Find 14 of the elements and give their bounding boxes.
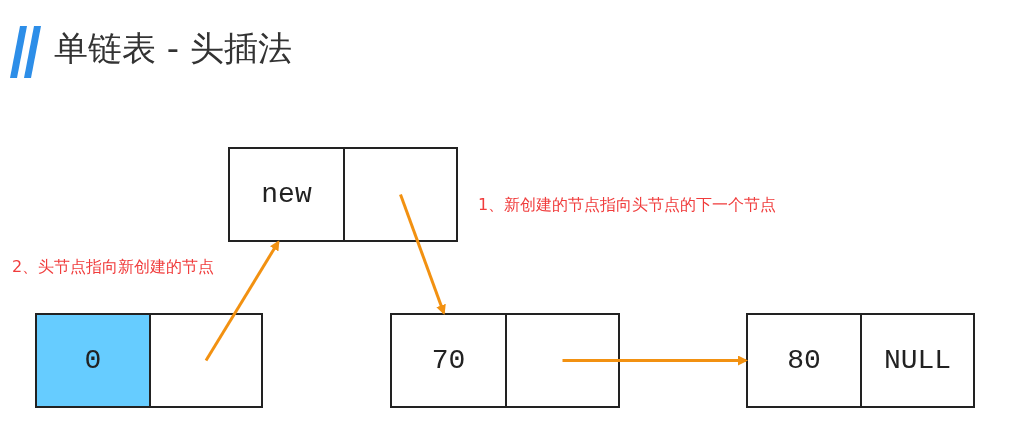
- annotation-text: 1、新创建的节点指向头节点的下一个节点: [478, 194, 777, 216]
- node-cell: 80: [746, 313, 862, 408]
- pointer-cell: [149, 313, 263, 408]
- pointer-cell: [505, 313, 620, 408]
- node-cell: 0: [35, 313, 151, 408]
- node-cell: NULL: [860, 313, 975, 408]
- node-cell: new: [228, 147, 345, 242]
- arrow: [399, 194, 446, 315]
- arrow: [204, 240, 280, 362]
- node-cell: 70: [390, 313, 507, 408]
- title: 单链表 - 头插法: [54, 27, 292, 70]
- pointer-cell: [343, 147, 458, 242]
- annotation-text: 2、头节点指向新创建的节点: [12, 256, 215, 278]
- arrow: [562, 355, 748, 366]
